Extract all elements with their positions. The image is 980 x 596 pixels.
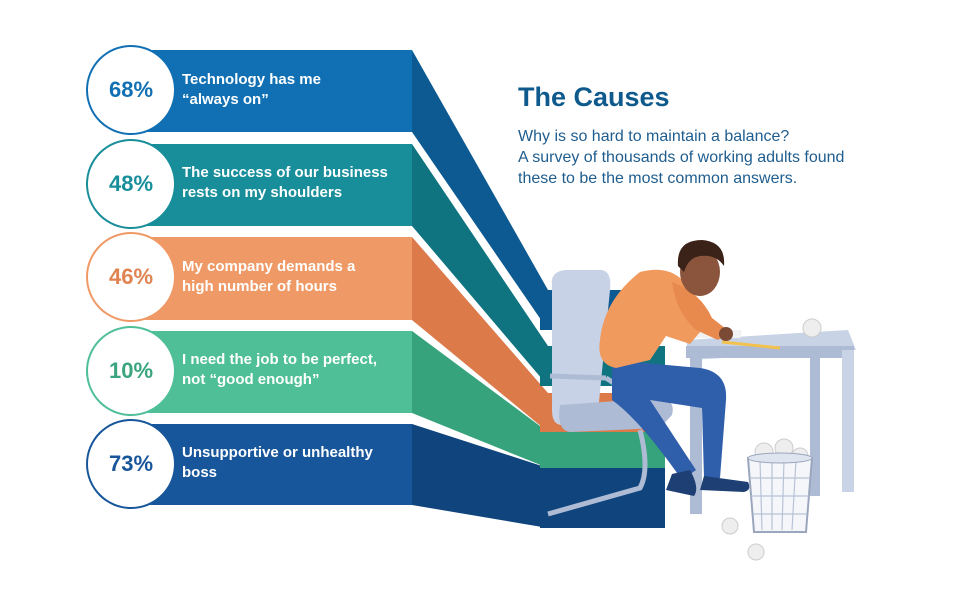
- wastebasket-illustration: [721, 438, 814, 561]
- percent-circle-2: 48%: [88, 141, 174, 227]
- cause-label-3: My company demands a high number of hour…: [182, 257, 407, 297]
- band-2: [130, 144, 412, 226]
- person-hand: [719, 327, 733, 341]
- band-4: [130, 331, 412, 413]
- percent-value: 10%: [108, 358, 154, 383]
- person-shoe-1: [700, 476, 750, 492]
- percent-value: 73%: [108, 451, 154, 476]
- cause-line: not “good enough”: [182, 371, 320, 388]
- subtitle-line: A survey of thousands of working adults …: [518, 149, 845, 166]
- ribbon-slant-1: [412, 50, 548, 330]
- chair-back: [551, 270, 611, 425]
- percent-circle-3: 46%: [88, 234, 174, 320]
- desk-leg-right: [842, 350, 854, 492]
- wastebasket: [746, 457, 814, 533]
- percent-circle-1: 68%: [88, 47, 174, 133]
- subtitle-line: Why is so hard to maintain a balance?: [518, 128, 790, 145]
- bands: [130, 50, 412, 505]
- cause-line: Unsupportive or unhealthy: [182, 444, 373, 461]
- person-illustration: [599, 240, 750, 496]
- crumpled-paper-floor-1: [721, 517, 739, 535]
- cause-line: I need the job to be perfect,: [182, 351, 378, 368]
- percent-value: 68%: [108, 77, 154, 102]
- person-arm: [672, 282, 730, 340]
- page-title: The Causes: [518, 82, 670, 112]
- cause-line: rests on my shoulders: [182, 184, 343, 201]
- ribbon-slant-2: [412, 144, 548, 386]
- cause-line: The success of our business: [182, 164, 388, 181]
- cause-line: My company demands a: [182, 258, 356, 275]
- cause-line: “always on”: [182, 91, 269, 108]
- desk-leg-mid: [810, 356, 820, 496]
- cause-label-1: Technology has me “always on”: [182, 70, 407, 110]
- wastebasket-mesh: [750, 459, 810, 531]
- percent-circle-5: 73%: [88, 421, 174, 507]
- cause-label-5: Unsupportive or unhealthy boss: [182, 443, 407, 483]
- percent-value: 48%: [108, 171, 154, 196]
- person-hair: [677, 240, 725, 272]
- person-shoe-2: [666, 470, 697, 496]
- percent-value: 46%: [108, 264, 154, 289]
- cause-line: high number of hours: [182, 278, 337, 295]
- crumpled-paper-floor-2: [747, 543, 765, 561]
- band-5: [130, 424, 412, 505]
- wastebasket-rim: [747, 452, 813, 464]
- cause-label-4: I need the job to be perfect, not “good …: [182, 350, 407, 390]
- subtitle-line: these to be the most common answers.: [518, 170, 798, 187]
- page-subtitle: Why is so hard to maintain a balance? A …: [518, 126, 918, 189]
- band-3: [130, 237, 412, 320]
- ribbon-slant-4: [412, 331, 548, 468]
- desk-top-edge: [686, 346, 854, 358]
- cause-line: Technology has me: [182, 71, 321, 88]
- person-legs: [612, 360, 727, 480]
- percent-circle-4: 10%: [88, 328, 174, 414]
- cause-line: boss: [182, 464, 218, 481]
- cause-label-2: The success of our business rests on my …: [182, 163, 407, 203]
- band-1: [130, 50, 412, 132]
- ribbon-slant-3: [412, 237, 548, 432]
- pencil: [721, 340, 781, 350]
- ribbon-slant-5: [412, 424, 548, 528]
- crumpled-paper-desk: [802, 318, 822, 338]
